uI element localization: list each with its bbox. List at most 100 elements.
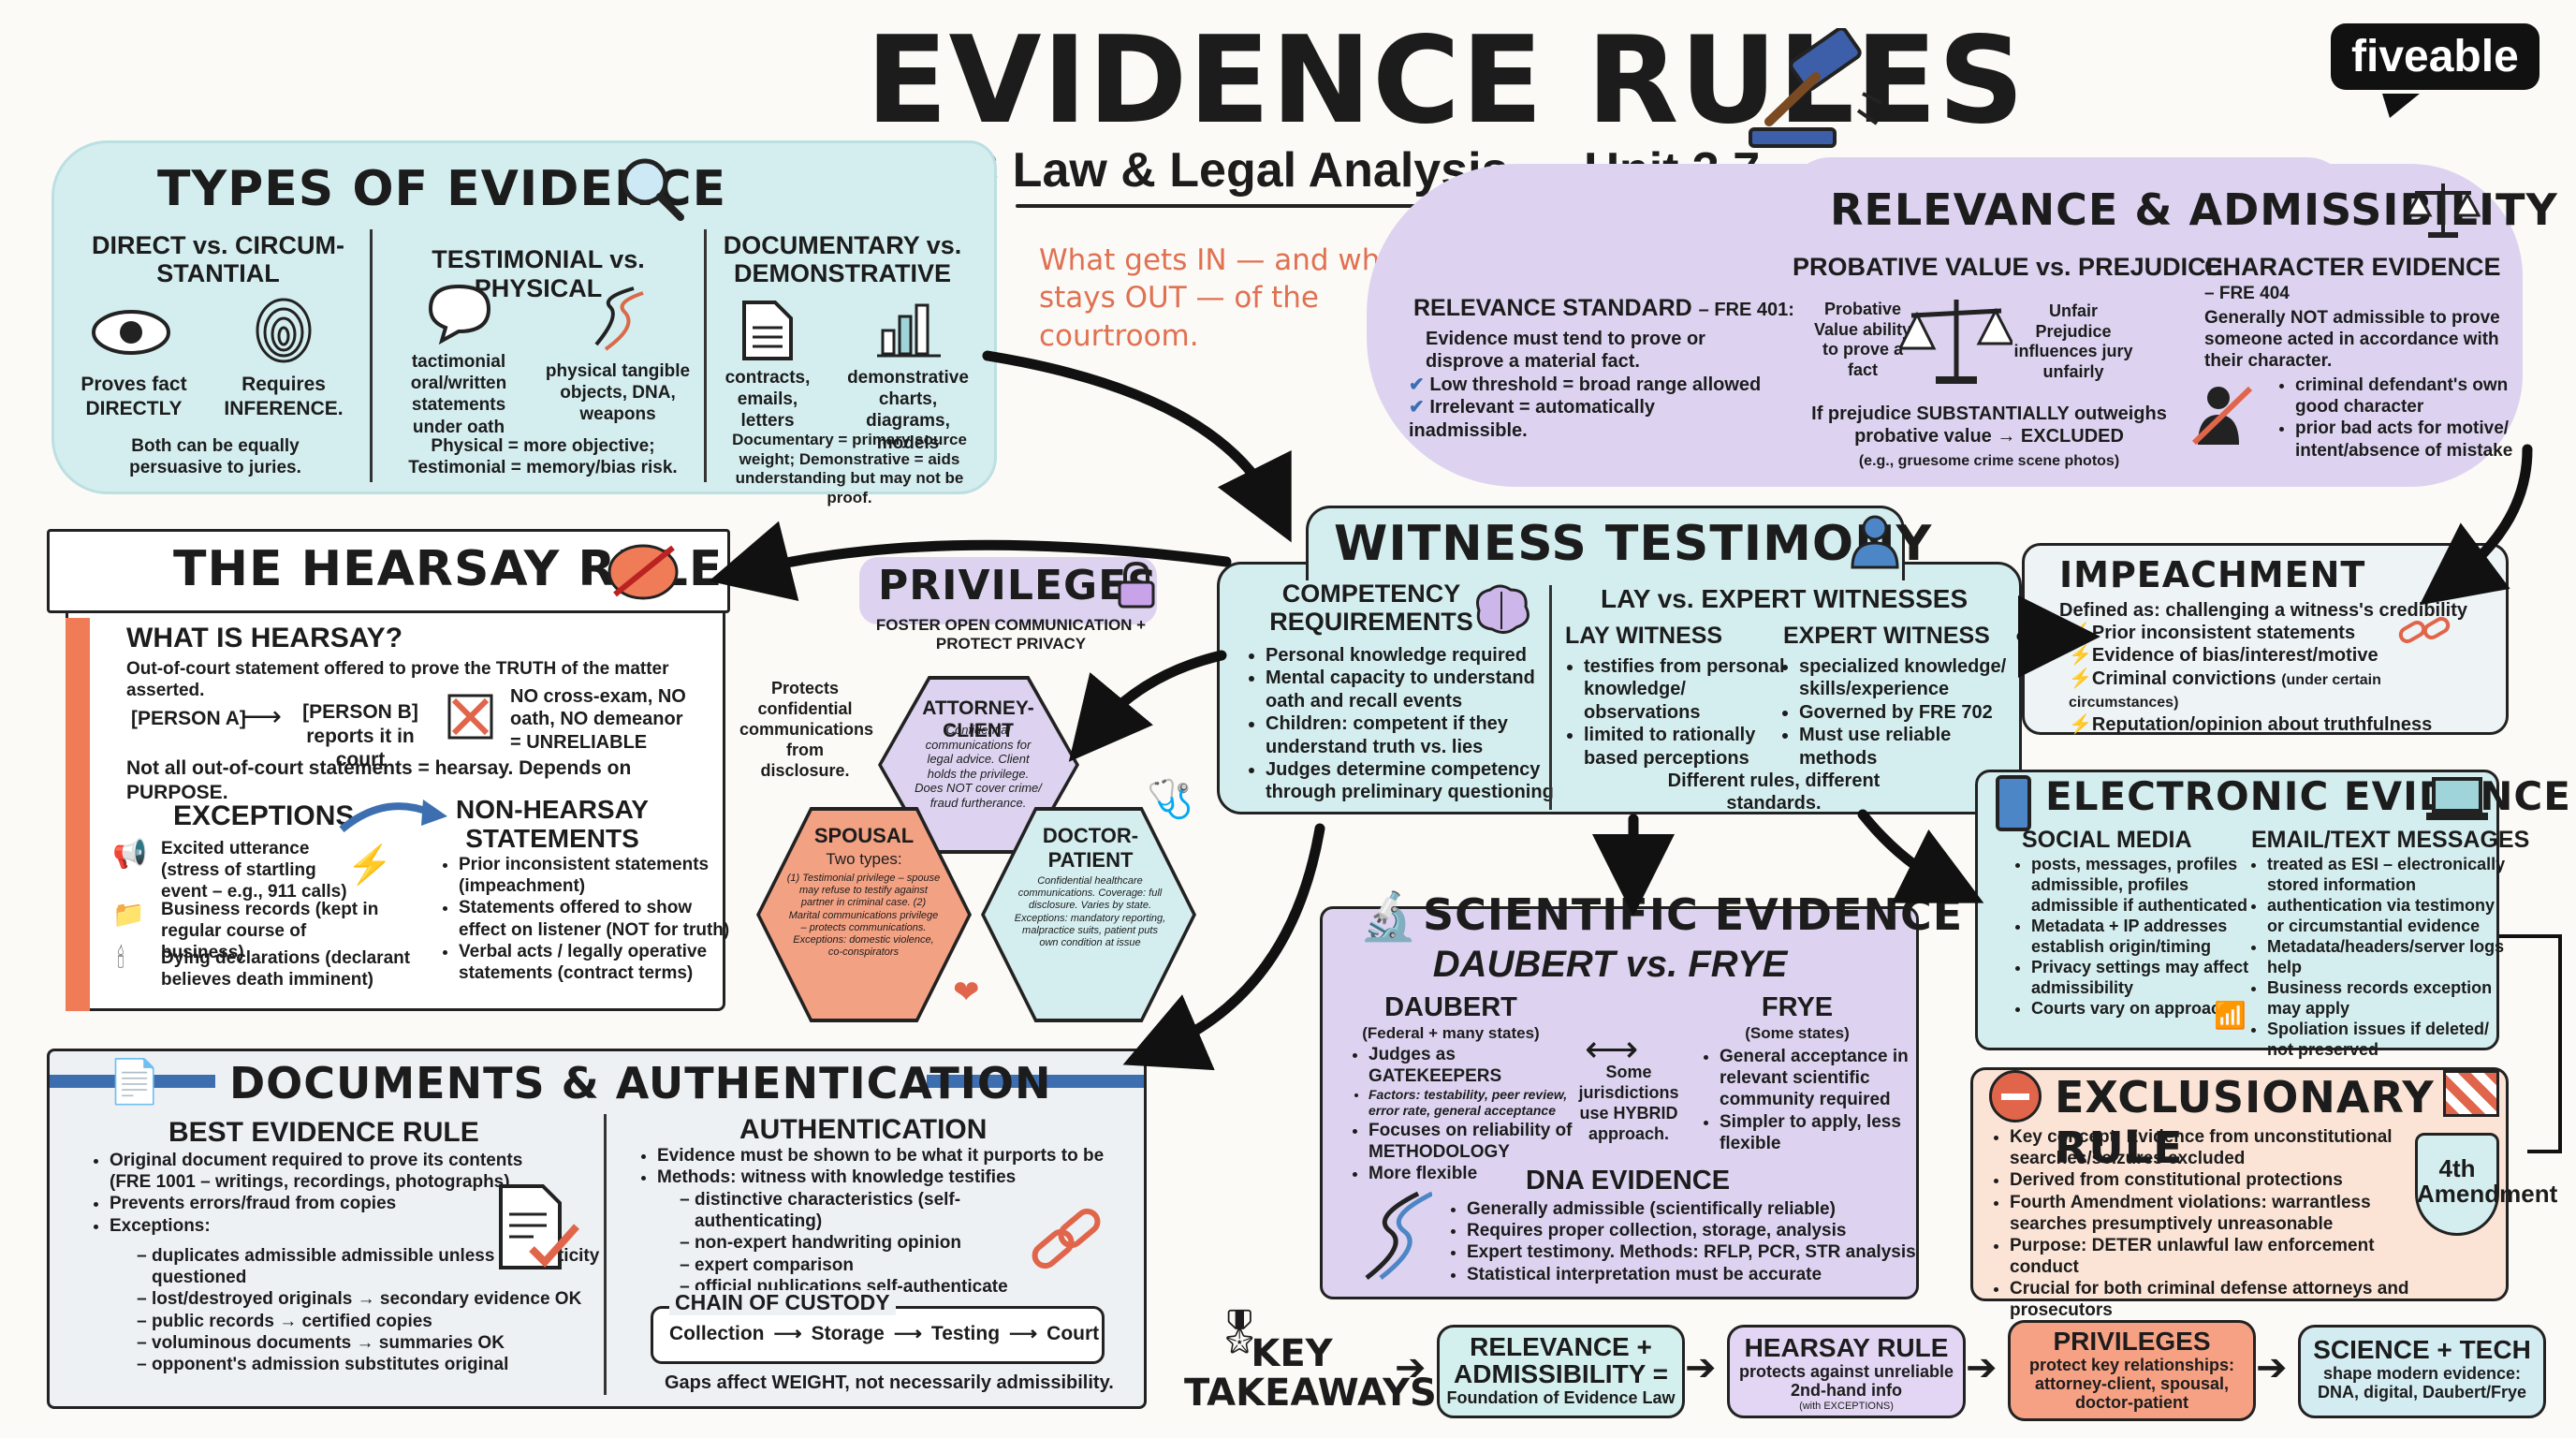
witness-panel: [1217, 562, 2022, 814]
tagline: What gets IN — and what stays OUT — of t…: [1039, 243, 1410, 353]
dna-item: Requires proper collection, storage, ana…: [1467, 1220, 1935, 1241]
email-item: Business records exception may apply: [2267, 978, 2510, 1020]
broken-chain-icon: [2398, 617, 2451, 643]
lay-title: LAY WITNESS: [1565, 623, 1723, 649]
social-media-title: SOCIAL MEDIA: [2022, 827, 2192, 853]
arrow-witness-to-hearsay: [709, 521, 1232, 602]
daubert-item: Focuses on reliability of METHODOLOGY: [1368, 1120, 1593, 1163]
dna-item: Generally admissible (scientifically rel…: [1467, 1198, 1935, 1220]
social-media-item: Courts vary on approach: [2031, 999, 2256, 1020]
takeaway-card: SCIENCE + TECH shape modern evidence: DN…: [2298, 1325, 2546, 1418]
competency-item: Mental capacity to understand oath and r…: [1266, 667, 1574, 712]
no-cross-icon: [447, 694, 493, 740]
barrier-icon: [2443, 1070, 2499, 1117]
documentary-desc: contracts, emails, letters: [724, 368, 811, 432]
email-item: treated as ESI – electronically stored i…: [2267, 855, 2510, 896]
doctor-patient-text: Confidential healthcare communications. …: [1014, 875, 1166, 948]
circ-desc: Requires INFERENCE.: [224, 374, 344, 419]
social-media-item: Metadata + IP addresses establish origin…: [2031, 917, 2256, 958]
authentication-list: Evidence must be shown to be what it pur…: [637, 1145, 1144, 1188]
chain-title-bg: CHAIN OF CUSTODY: [669, 1290, 896, 1315]
impeachment-conv-note: (under certain circumstances): [2069, 671, 2381, 712]
phone-icon: [1996, 775, 2031, 831]
competency-item: Children: competent if they understand t…: [1266, 712, 1574, 758]
probative-title: PROBATIVE VALUE vs. PREJUDICE: [1793, 253, 2223, 281]
check-icon: ✔: [1409, 374, 1430, 395]
arrow-icon: ⟶: [773, 1323, 802, 1344]
arrow-witness-to-privileges: [1068, 650, 1227, 762]
scientific-title: SCIENTIFIC EVIDENCE: [1423, 889, 1964, 940]
dna-item: Expert testimony. Methods: RFLP, PCR, ST…: [1467, 1241, 1935, 1263]
exclusionary-item: Crucial for both criminal defense attorn…: [2010, 1278, 2436, 1321]
frye-item: Simpler to apply, less flexible: [1720, 1111, 1925, 1154]
hearsay-what-title: WHAT IS HEARSAY?: [126, 623, 403, 653]
takeaway-note: (with EXCEPTIONS): [1799, 1400, 1894, 1412]
scientific-panel: [1320, 906, 1919, 1299]
privileges-title: PRIVILEGES: [878, 562, 1158, 609]
hearsay-arrow-icon: ⟶: [242, 701, 283, 732]
relevance-standard-item: ✔ Irrelevant = automatically inadmissibl…: [1409, 396, 1774, 442]
best-evidence-exception: lost/destroyed originals → secondary evi…: [152, 1288, 620, 1310]
daubert-sub: (Federal + many states): [1362, 1024, 1540, 1042]
lock-icon: [1118, 561, 1155, 609]
character-text: Generally NOT admissible to prove someon…: [2204, 308, 2500, 372]
exceptions-title: EXCEPTIONS: [173, 800, 355, 831]
speech-bubble-icon: [428, 284, 491, 345]
chain-title: CHAIN OF CUSTODY: [675, 1290, 890, 1314]
lightning-icon: ⚡: [346, 844, 393, 886]
dna-item: Statistical interpretation must be accur…: [1467, 1264, 1935, 1285]
competency-list: Personal knowledge required Mental capac…: [1245, 644, 1574, 804]
no-cross-text: NO cross-exam, NO oath, NO demeanor = UN…: [510, 686, 686, 753]
privileges-title-box: [859, 557, 1157, 624]
relevance-standard-item: ✔ Low threshold = broad range allowed: [1409, 374, 1774, 396]
key-takeaways-label: KEY TAKEAWAYS: [1184, 1332, 1437, 1415]
impeachment-def: Defined as: challenging a witness's cred…: [2059, 600, 2467, 621]
eye-icon: [92, 310, 170, 355]
relevance-standard-item-text: Low threshold = broad range allowed: [1429, 374, 1762, 395]
types-col3-note: Documentary = primary source weight; Dem…: [732, 431, 967, 507]
chain-link-icon: [1032, 1208, 1101, 1269]
impeachment-title: IMPEACHMENT: [2059, 554, 2366, 595]
probative-rule: If prejudice SUBSTANTIALLY outweighs pro…: [1793, 403, 2186, 471]
email-item: Spoliation issues if deleted/ not preser…: [2267, 1020, 2510, 1061]
daubert-item: More flexible: [1368, 1163, 1593, 1184]
takeaway-arrow-icon: ➔: [1395, 1347, 1427, 1388]
takeaway-text: protect key relationships: attorney-clie…: [2028, 1356, 2235, 1412]
stethoscope-icon: 🩺: [1147, 779, 1193, 820]
documents-title: DOCUMENTS & AUTHENTICATION: [229, 1058, 1052, 1108]
non-hearsay-list: Prior inconsistent statements (impeachme…: [438, 854, 739, 984]
authentication-item: Methods: witness with knowledge testifie…: [657, 1167, 1144, 1188]
ribbon-icon: 🎖: [1212, 1307, 1267, 1356]
arrow-icon: ⟶: [893, 1323, 922, 1344]
impeachment-list: ⚡Prior inconsistent statements ⚡Evidence…: [2069, 622, 2490, 736]
megaphone-icon: 📢: [112, 839, 148, 870]
daubert-item: Factors: testability, peer review, error…: [1368, 1087, 1593, 1119]
microscope-icon: 🔬: [1359, 890, 1418, 943]
exclusionary-list: Key concept: Evidence from unconstitutio…: [1989, 1126, 2436, 1322]
types-of-evidence-panel: [51, 140, 997, 494]
frye-list: General acceptance in relevant scientifi…: [1699, 1046, 1925, 1154]
exclusionary-title: EXCLUSIONARY RULE: [2055, 1072, 2435, 1173]
spousal-text: (1) Testimonial privilege – spouse may r…: [786, 873, 941, 959]
chain-step: Collection: [669, 1323, 765, 1344]
dna-helix-icon: [1365, 1191, 1432, 1280]
takeaway-card: RELEVANCE + ADMISSIBILITY = Foundation o…: [1437, 1325, 1685, 1418]
takeaway-card: PRIVILEGES protect key relationships: at…: [2008, 1320, 2256, 1421]
exclusionary-item: Purpose: DETER unlawful law enforcement …: [2010, 1235, 2436, 1278]
spousal-hex-fill: [760, 811, 968, 1019]
exception-item: Business records (kept in regular course…: [161, 900, 379, 963]
relevance-standard-label: RELEVANCE STANDARD: [1413, 295, 1692, 321]
competency-title: COMPETENCY REQUIREMENTS: [1269, 580, 1473, 636]
impeachment-item-text: Criminal convictions: [2091, 668, 2276, 689]
document-icon: [742, 301, 793, 360]
arrow-witness-to-electronic: [1857, 809, 1984, 903]
arrow-witness-to-documents: [1122, 823, 1325, 1071]
subtitle-underline: [1016, 204, 1671, 208]
takeaway-title: SCIENCE + TECH: [2313, 1335, 2531, 1364]
lightning-icon: ⚡: [2069, 713, 2092, 735]
best-evidence-list: Original document required to prove its …: [89, 1150, 526, 1237]
authentication-title: AUTHENTICATION: [739, 1114, 988, 1145]
takeaway-text: Foundation of Evidence Law: [1446, 1387, 1676, 1407]
impeachment-item-text: Reputation/opinion about truthfulness: [2091, 713, 2433, 735]
